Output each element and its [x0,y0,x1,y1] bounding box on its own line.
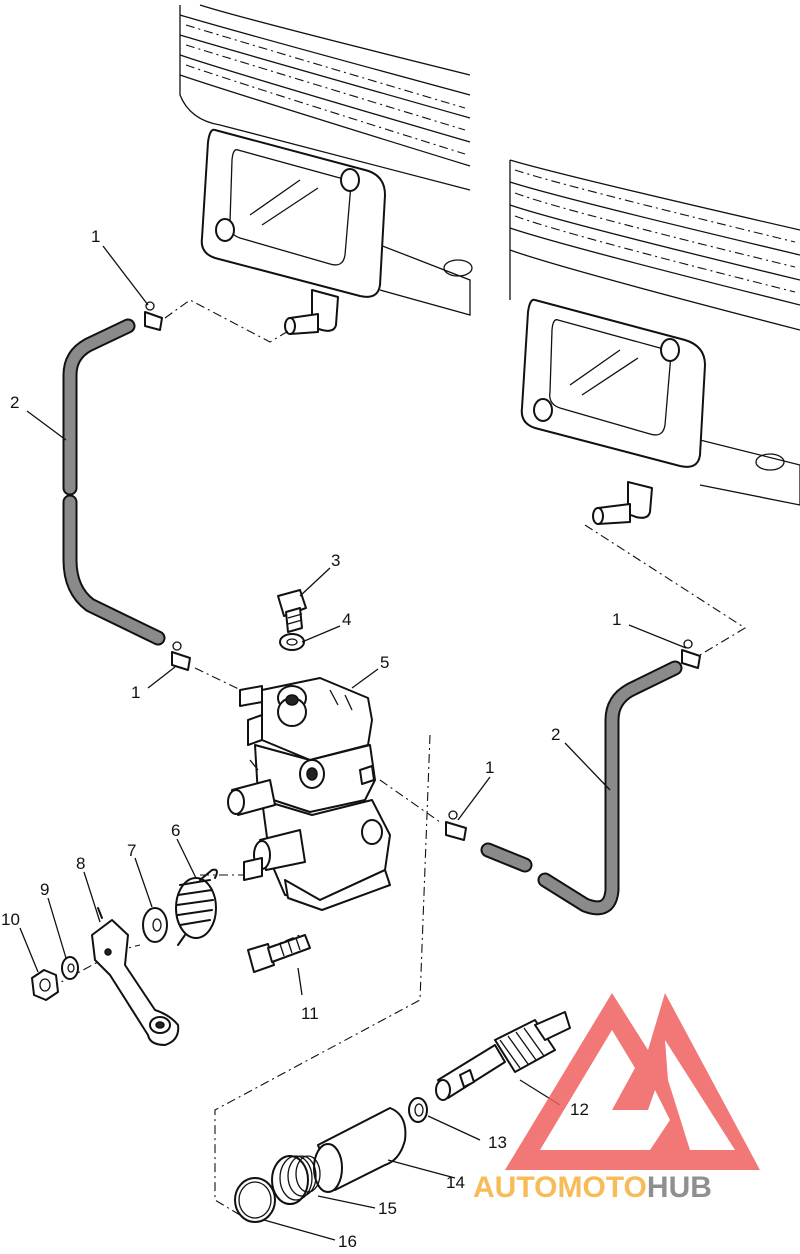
callout-9: 9 [40,880,49,899]
callout-10: 10 [1,910,20,929]
lock-washer [61,956,79,980]
oil-pump-body [227,677,391,911]
shaft-sleeve [313,1107,407,1193]
callout-1-upper-left: 1 [91,227,100,246]
clamp-right-lower [445,810,467,841]
callouts: 1 2 1 3 4 5 1 1 2 6 7 8 9 10 11 12 13 14… [1,227,621,1251]
callout-3: 3 [331,551,340,570]
clamp-left-lower [171,641,191,671]
hose-left-upper [62,318,136,496]
cylinder-right [509,159,800,525]
banjo-bolt [277,589,307,633]
return-spring [175,868,218,946]
o-ring [234,1177,276,1223]
mounting-bolt [247,934,311,973]
drive-shaft [435,1011,571,1101]
hose-left-lower [62,494,166,646]
clamp-left-upper [144,301,163,331]
callout-1-center: 1 [485,758,494,777]
hose-right-long [537,660,683,916]
leader-lines [19,245,687,1241]
callout-6: 6 [171,821,180,840]
watermark: AUTOMOTOHUB [473,993,760,1204]
callout-2-right: 2 [551,725,560,744]
callout-14: 14 [446,1173,465,1192]
callout-15: 15 [378,1199,397,1218]
hose-right-short [480,842,533,873]
callout-8: 8 [76,854,85,873]
callout-2-left: 2 [10,393,19,412]
hex-nut [31,969,59,1001]
watermark-brand-part2: HUB [647,1171,712,1204]
callout-13: 13 [488,1133,507,1152]
automotohub-triangle-logo [505,993,760,1170]
callout-11: 11 [301,1004,319,1023]
pump-lever [91,907,180,1046]
cylinder-left [179,4,473,335]
callout-5: 5 [380,653,389,672]
svg-text:AUTOMOTOHUB: AUTOMOTOHUB [473,1171,712,1204]
callout-16: 16 [338,1232,357,1249]
callout-1-left-lower: 1 [131,683,140,702]
shaft-seal [408,1097,428,1123]
callout-4: 4 [342,610,351,629]
callout-7: 7 [127,841,136,860]
sealing-washer [279,633,305,651]
callout-12: 12 [570,1100,589,1119]
clamp-right-upper [681,639,701,669]
watermark-brand-part1: AUTOMOTO [473,1171,647,1204]
compression-spring [271,1155,321,1205]
flat-washer [142,907,168,943]
callout-1-right: 1 [612,610,621,629]
